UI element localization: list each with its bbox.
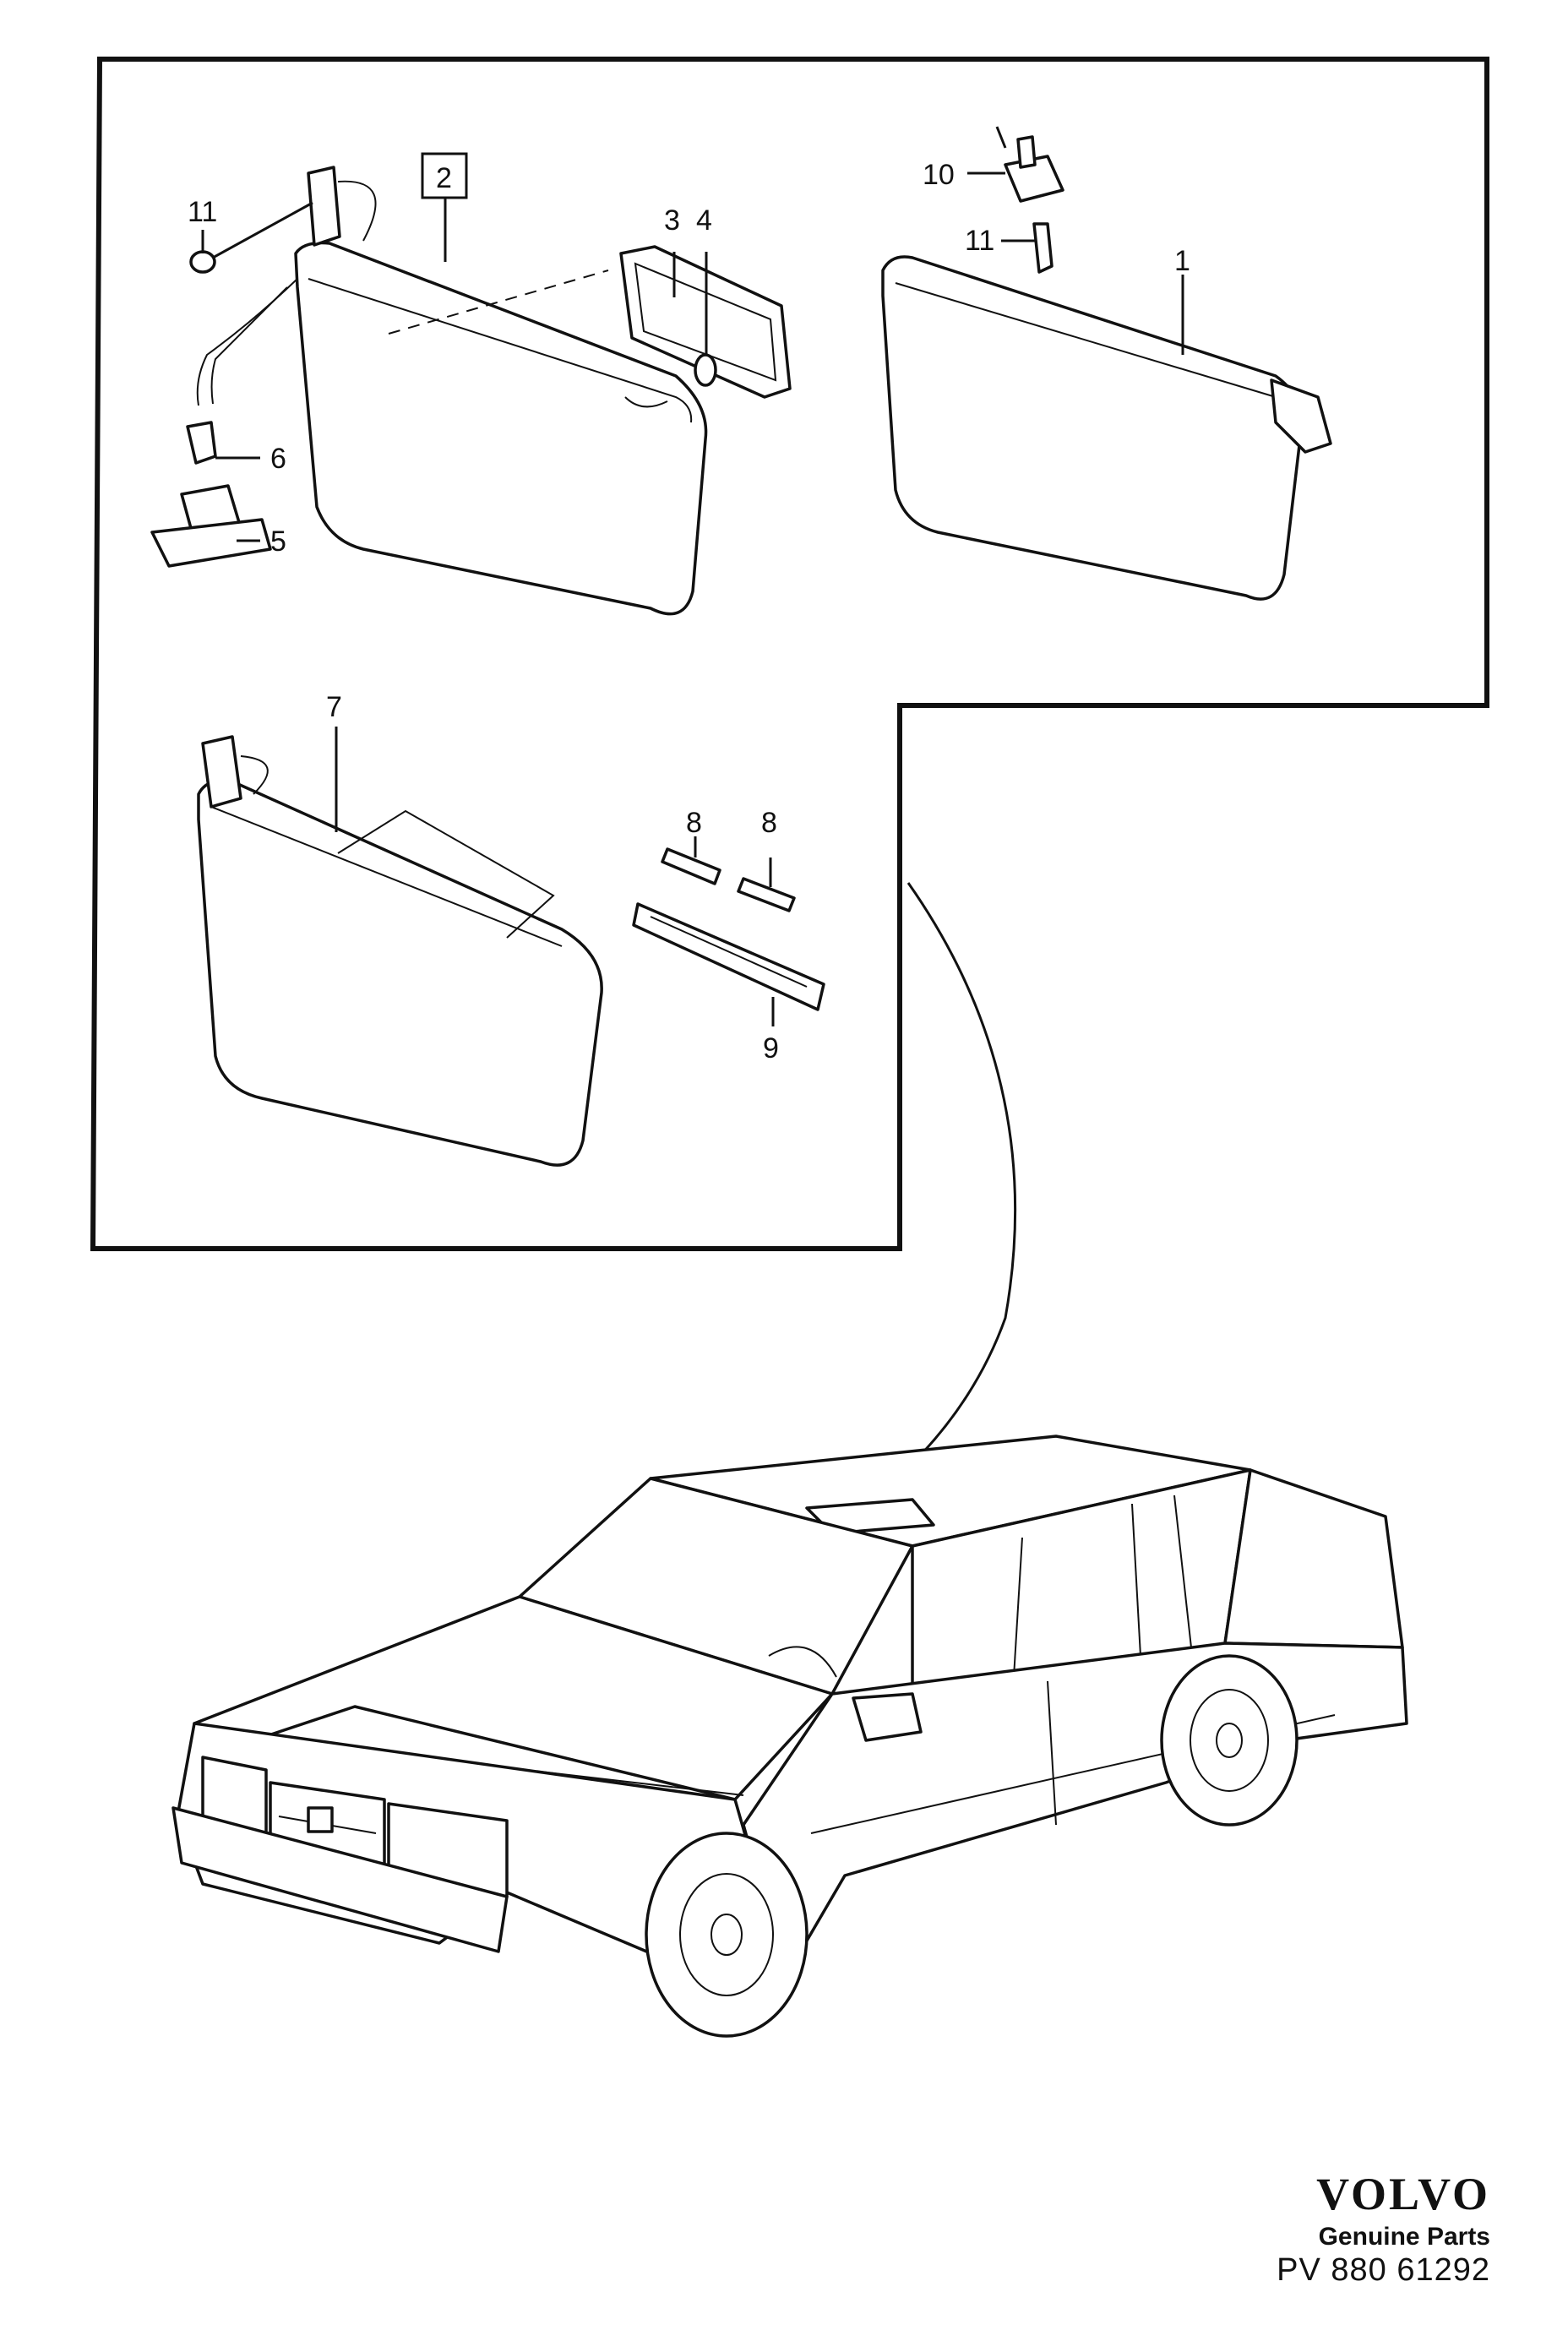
- callout-3: 3: [664, 204, 680, 237]
- brand-block: VOLVO Genuine Parts PV 880 61292: [1277, 2171, 1490, 2289]
- callout-5: 5: [270, 525, 286, 558]
- callout-2: 2: [436, 162, 452, 194]
- brand-logo: VOLVO: [1316, 2169, 1490, 2219]
- car-illustration: [172, 1435, 1408, 2038]
- diagram-code: PV 880 61292: [1277, 2252, 1490, 2288]
- leader-lines: [201, 126, 1184, 1026]
- callout-11a: 11: [188, 196, 217, 228]
- screw-right: [1032, 222, 1054, 274]
- wire-connector: [186, 421, 217, 465]
- visor-switch: [150, 484, 272, 568]
- festoon-bulb-right: [737, 877, 796, 912]
- callout-9: 9: [763, 1032, 779, 1064]
- mirror-bulb: [694, 353, 717, 387]
- screw-left: [189, 201, 313, 274]
- brand-subtitle: Genuine Parts: [1318, 2223, 1490, 2251]
- location-arrow: [820, 882, 1017, 1539]
- inset-frame: [90, 57, 1489, 1251]
- sun-visor: [881, 255, 1332, 601]
- callout-8b: 8: [761, 807, 777, 839]
- callout-1: 1: [1174, 245, 1190, 277]
- sun-visor-lower: [197, 735, 603, 1167]
- lamp-lens: [632, 902, 825, 1011]
- sun-visor-illuminated: [196, 166, 708, 616]
- callout-8a: 8: [686, 807, 702, 839]
- visor-bracket: [1004, 135, 1064, 203]
- festoon-bulb-left: [661, 847, 721, 885]
- callout-7: 7: [326, 691, 342, 723]
- callout-11b: 11: [965, 225, 994, 257]
- callout-4: 4: [696, 204, 712, 237]
- callout-2-box: [421, 152, 468, 199]
- callout-10: 10: [923, 159, 955, 191]
- callout-6: 6: [270, 443, 286, 475]
